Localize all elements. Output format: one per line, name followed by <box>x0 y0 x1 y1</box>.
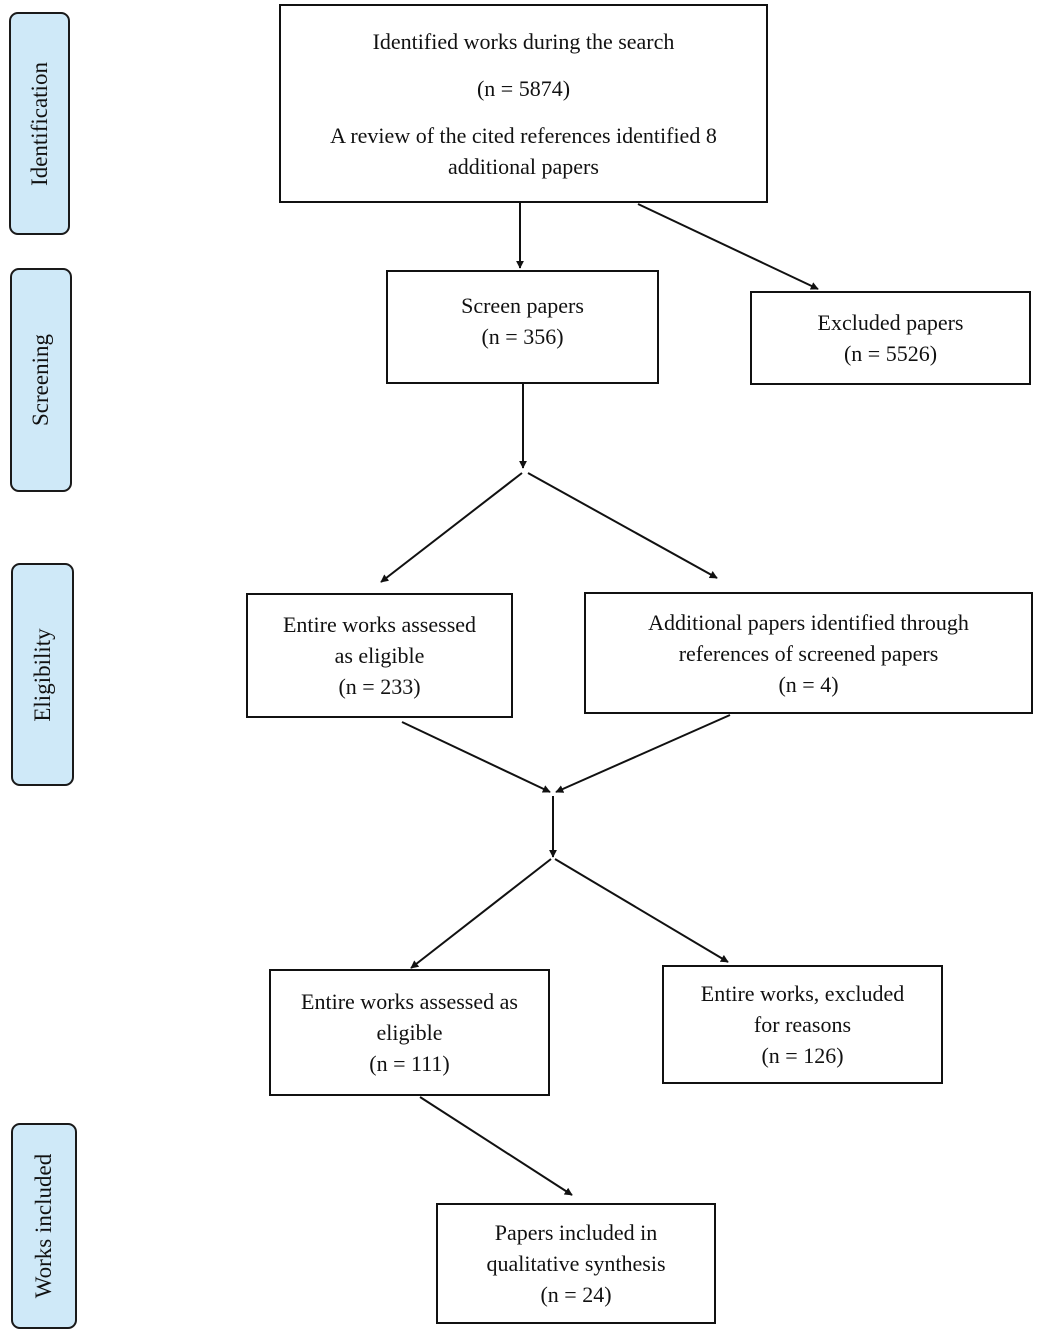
included-papers-box: Papers included in qualitative synthesis… <box>436 1203 716 1324</box>
additional-count: (n = 4) <box>778 671 839 697</box>
arrow-eligible1-to-merge <box>401 721 551 793</box>
eligible-works-box-111: Entire works assessed as eligible (n = 1… <box>269 969 550 1096</box>
identified-note-line2: additional papers <box>448 153 599 179</box>
excluded-papers-box: Excluded papers (n = 5526) <box>750 291 1031 385</box>
stage-label-screening: Screening <box>28 334 53 426</box>
arrow-split-to-excluded2 <box>554 858 729 963</box>
eligible2-line2: eligible <box>376 1020 443 1045</box>
eligible1-line1: Entire works assessed <box>282 612 477 637</box>
additional-line2: references of screened papers <box>678 640 939 666</box>
excluded-count: (n = 5526) <box>843 341 938 366</box>
stage-works-included: Works included <box>11 1123 77 1329</box>
additional-papers-box: Additional papers identified through ref… <box>584 592 1033 714</box>
arrow-split-to-eligible2 <box>410 858 552 969</box>
arrow-split-to-eligible1 <box>380 472 523 583</box>
excluded2-count: (n = 126) <box>761 1043 844 1068</box>
included-line2: qualitative synthesis <box>486 1251 666 1276</box>
eligible2-line1: Entire works assessed as <box>301 989 518 1014</box>
included-count: (n = 24) <box>540 1282 612 1307</box>
identified-works-box: Identified works during the search (n = … <box>279 4 768 203</box>
identified-note-line1: A review of the cited references identif… <box>330 122 717 148</box>
screen-papers-box: Screen papers (n = 356) <box>386 270 659 384</box>
stage-label-identification: Identification <box>26 61 52 186</box>
stage-identification: Identification <box>9 12 70 235</box>
stage-eligibility: Eligibility <box>11 563 74 786</box>
excluded-works-box: Entire works, excluded for reasons (n = … <box>662 965 943 1084</box>
arrow-split-to-additional <box>527 472 718 579</box>
identified-title: Identified works during the search <box>372 28 675 54</box>
eligible2-count: (n = 111) <box>369 1051 450 1076</box>
additional-line1: Additional papers identified through <box>648 609 969 635</box>
eligible1-line2: as eligible <box>334 643 425 668</box>
eligible-works-box-233: Entire works assessed as eligible (n = 2… <box>246 593 513 718</box>
included-line1: Papers included in <box>494 1220 658 1245</box>
stage-label-works-included: Works included <box>31 1153 56 1299</box>
screen-title: Screen papers <box>461 293 584 318</box>
stage-screening: Screening <box>10 268 72 492</box>
identified-count: (n = 5874) <box>476 75 571 101</box>
arrow-additional-to-merge <box>555 714 731 793</box>
arrow-eligible2-to-included <box>419 1096 573 1196</box>
stage-label-eligibility: Eligibility <box>29 627 55 722</box>
screen-count: (n = 356) <box>481 324 564 349</box>
eligible1-count: (n = 233) <box>338 674 421 699</box>
excluded-title: Excluded papers <box>817 310 964 335</box>
excluded2-line1: Entire works, excluded <box>700 981 905 1006</box>
arrow-identified-to-excluded <box>637 203 819 290</box>
excluded2-line2: for reasons <box>753 1012 852 1037</box>
